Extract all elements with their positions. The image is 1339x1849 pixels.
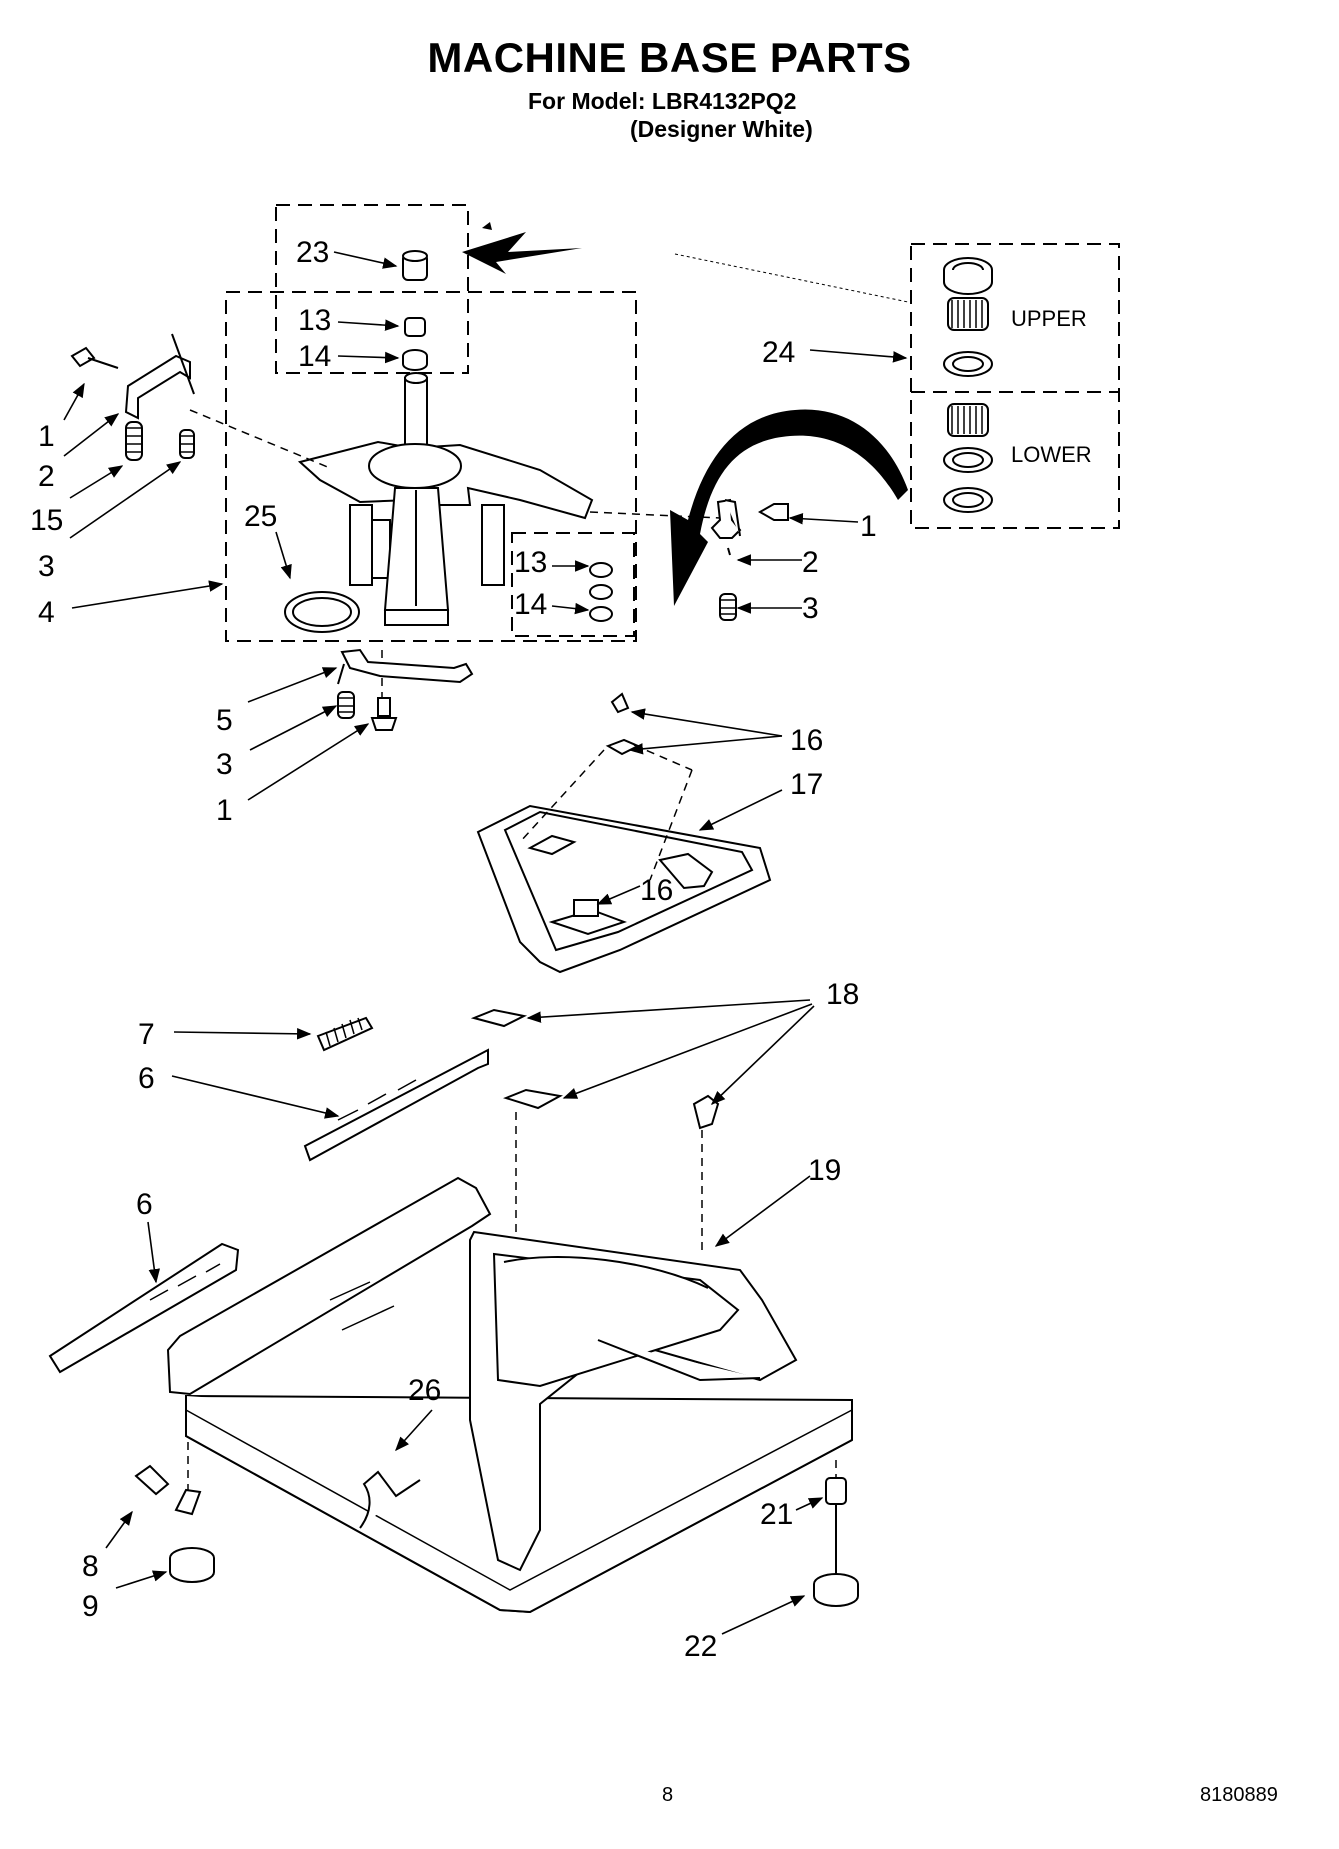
callout-1: 1 (38, 420, 55, 453)
callout-3: 3 (216, 748, 233, 781)
callout-leaders (63, 251, 908, 1635)
callout-6: 6 (136, 1188, 153, 1221)
callout-23: 23 (296, 236, 329, 269)
pointer-arrow-upper (462, 232, 582, 274)
callout-1: 1 (860, 510, 877, 543)
bearing-label-lower: LOWER (1011, 442, 1092, 467)
color-line: (Designer White) (630, 116, 813, 142)
callout-13: 13 (514, 546, 547, 579)
transmission-assembly (284, 250, 613, 633)
callout-24: 24 (762, 336, 795, 369)
callout-7: 7 (138, 1018, 155, 1051)
small-triangle-mark (482, 222, 492, 230)
dotted-leader-bearing-kit (674, 253, 909, 303)
callout-16: 16 (640, 874, 673, 907)
callout-15: 15 (30, 504, 63, 537)
bottom-bracket-parts (337, 648, 474, 731)
document-number: 8180889 (1200, 1784, 1278, 1806)
frame-leader-dashes (519, 744, 693, 881)
callout-16: 16 (790, 724, 823, 757)
callout-21: 21 (760, 1498, 793, 1531)
callout-13: 13 (298, 304, 331, 337)
dashed-group-boxes (225, 204, 1120, 642)
bearing-label-upper: UPPER (1011, 306, 1087, 331)
bearing-kit-parts (943, 257, 993, 513)
callout-8: 8 (82, 1550, 99, 1583)
callout-2: 2 (802, 546, 819, 579)
callout-14: 14 (298, 340, 331, 373)
model-line: For Model: LBR4132PQ2 (528, 88, 797, 114)
callout-1: 1 (216, 794, 233, 827)
transmission-group-box (225, 291, 637, 642)
callout-2: 2 (38, 460, 55, 493)
upper-bearing-group-box (275, 204, 469, 374)
lower-bearing-group-box (511, 532, 635, 637)
suspension-frame (476, 692, 772, 974)
callout-19: 19 (808, 1154, 841, 1187)
right-bracket-parts (710, 498, 789, 621)
callout-22: 22 (684, 1630, 717, 1663)
callout-14: 14 (514, 588, 547, 621)
machine-base (134, 1176, 859, 1614)
callout-3: 3 (802, 592, 819, 625)
callout-3: 3 (38, 550, 55, 583)
callout-17: 17 (790, 768, 823, 801)
curved-pointer-arrow-lower (670, 409, 908, 606)
page-title: MACHINE BASE PARTS (427, 34, 912, 81)
callout-4: 4 (38, 596, 55, 629)
left-bracket-parts (70, 333, 195, 461)
callout-18: 18 (826, 978, 859, 1011)
page-number: 8 (662, 1784, 674, 1806)
leader-dashes (189, 409, 721, 705)
callout-9: 9 (82, 1590, 99, 1623)
callout-25: 25 (244, 500, 277, 533)
bearing-kit-box (910, 243, 1120, 529)
callout-26: 26 (408, 1374, 441, 1407)
callout-5: 5 (216, 704, 233, 737)
callout-6: 6 (138, 1062, 155, 1095)
